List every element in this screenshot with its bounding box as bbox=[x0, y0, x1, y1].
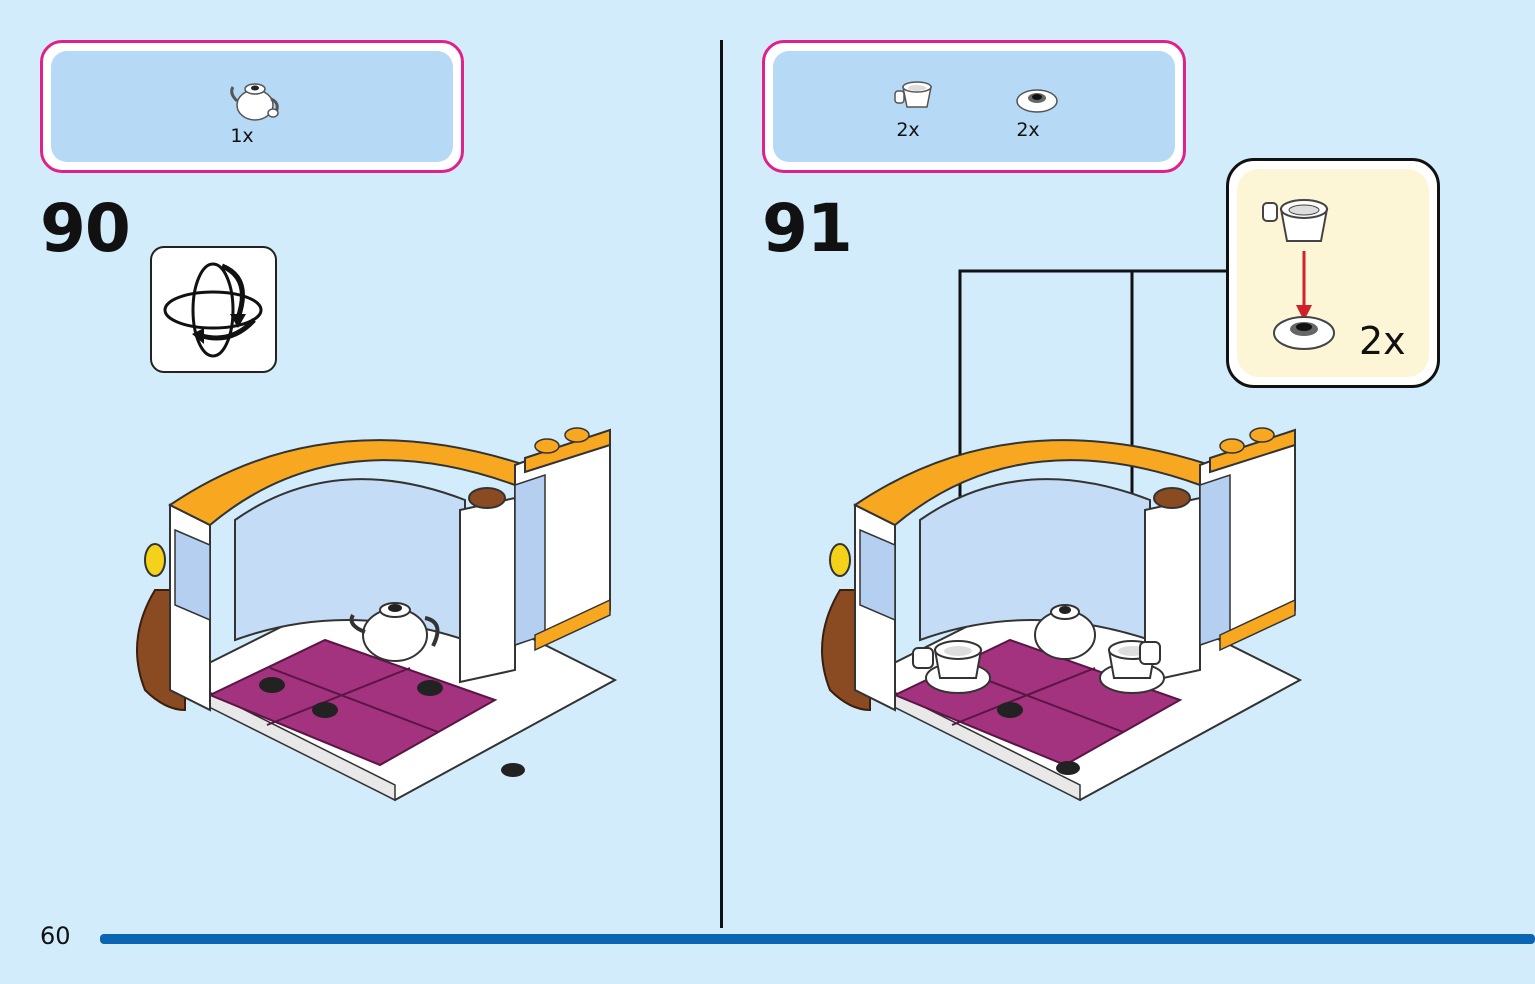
teacup-piece-icon bbox=[893, 79, 941, 115]
page-number: 60 bbox=[40, 922, 71, 950]
model-illustration-step-91 bbox=[810, 410, 1310, 810]
part-quantity-teacup: 2x bbox=[896, 119, 920, 141]
parts-list-box-step-91: 2x 2x bbox=[762, 40, 1186, 173]
model-illustration-step-90 bbox=[125, 410, 625, 810]
rotate-model-icon bbox=[150, 246, 277, 373]
footer-progress-bar bbox=[100, 934, 1535, 944]
teapot-piece-icon bbox=[229, 69, 283, 125]
parts-list-background bbox=[773, 51, 1175, 162]
step-number-90: 90 bbox=[40, 190, 131, 267]
step-divider-line bbox=[720, 40, 723, 928]
callout-quantity: 2x bbox=[1359, 319, 1406, 363]
callout-assembly-illustration bbox=[1259, 181, 1359, 361]
saucer-plate-piece-icon bbox=[1013, 83, 1061, 115]
part-quantity-saucer: 2x bbox=[1016, 119, 1040, 141]
parts-list-box-step-90: 1x bbox=[40, 40, 464, 173]
step-number-91: 91 bbox=[762, 190, 853, 267]
sub-assembly-callout: 2x bbox=[1226, 158, 1440, 388]
part-quantity-teapot: 1x bbox=[230, 125, 254, 147]
